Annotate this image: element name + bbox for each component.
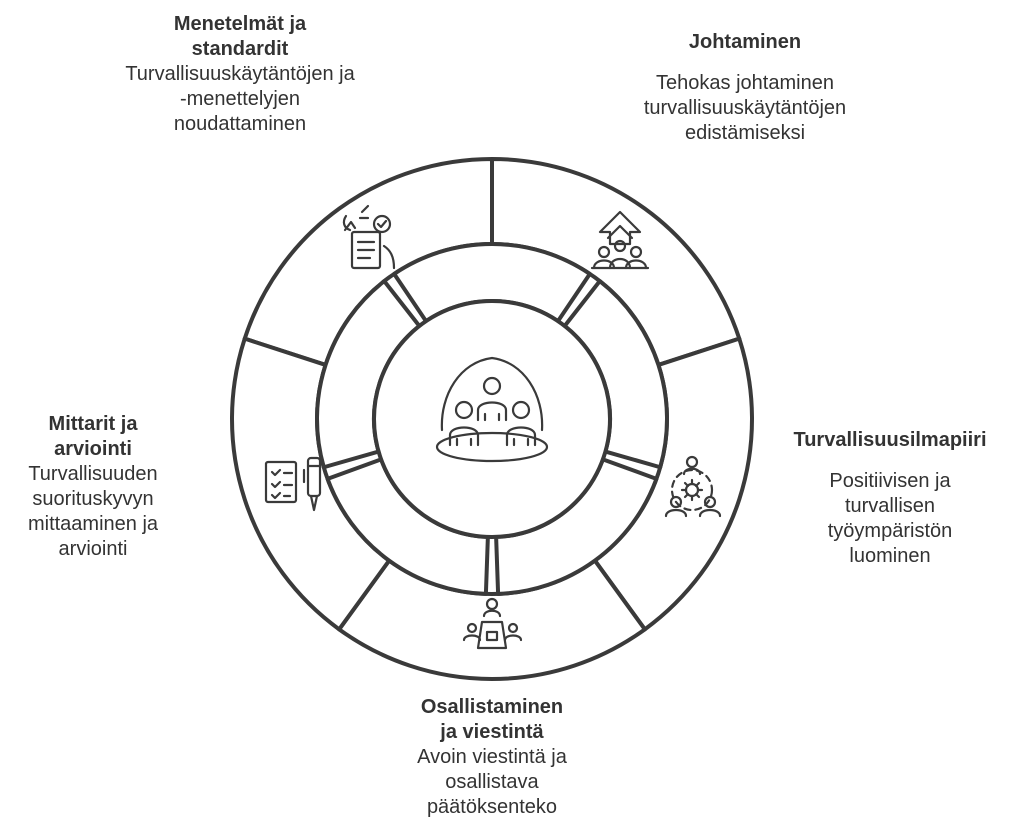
leadership-arrow-icon bbox=[590, 210, 650, 270]
checklist-person-icon bbox=[342, 204, 396, 270]
segment-label-mittarit: Mittarit ja arviointi Turvallisuuden suo… bbox=[0, 412, 188, 562]
segment-title: Turvallisuusilmapiiri bbox=[793, 429, 987, 451]
checklist-pen-icon bbox=[264, 456, 322, 512]
inner-ring bbox=[315, 242, 669, 596]
segment-label-menetelmat: Menetelmät ja standardit Turvallisuuskäy… bbox=[90, 12, 390, 137]
segment-label-johtaminen: Johtaminen Tehokas johtaminen turvallisu… bbox=[600, 30, 890, 146]
segment-description: Tehokas johtaminen turvallisuuskäytäntöj… bbox=[643, 72, 847, 144]
segment-title: Osallistaminen ja viestintä bbox=[420, 696, 564, 743]
segment-title: Menetelmät ja standardit bbox=[173, 13, 307, 60]
segment-label-osallistaminen: Osallistaminen ja viestintä Avoin viesti… bbox=[352, 695, 632, 820]
segment-title: Johtaminen bbox=[688, 31, 802, 53]
segment-description: Turvallisuuden suorituskyvyn mittaaminen… bbox=[27, 463, 159, 560]
team-dome-icon bbox=[435, 356, 549, 463]
meeting-table-icon bbox=[462, 597, 523, 650]
segment-description: Turvallisuuskäytäntöjen ja -menettelyjen… bbox=[125, 63, 355, 135]
outer-segment-osallistaminen bbox=[337, 558, 647, 681]
team-gear-icon bbox=[664, 455, 722, 518]
segment-description: Positiivisen ja turvallisen työympäristö… bbox=[827, 470, 953, 567]
center-hub bbox=[372, 299, 612, 539]
segment-description: Avoin viestintä ja osallistava päätöksen… bbox=[417, 746, 567, 818]
segment-title: Mittarit ja arviointi bbox=[48, 413, 138, 460]
segment-label-ilmapiiri: Turvallisuusilmapiiri Positiivisen ja tu… bbox=[770, 428, 1010, 569]
